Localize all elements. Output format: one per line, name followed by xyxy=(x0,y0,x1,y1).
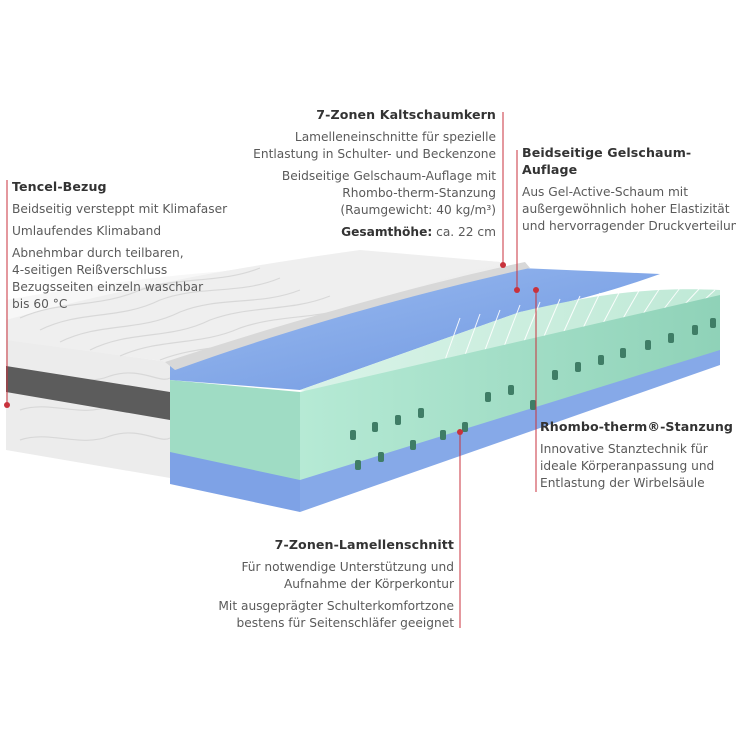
gelschaum-annotation: Beidseitige Gelschaum-Auflage Aus Gel-Ac… xyxy=(522,144,736,240)
cover-edge xyxy=(165,262,530,370)
total-height: Gesamthöhe: ca. 22 cm xyxy=(253,224,496,241)
kaltschaum-line-5: (Raumgewicht: 40 kg/m³) xyxy=(340,203,496,217)
tencel-line-4: 4-seitigen Reißverschluss xyxy=(12,263,168,277)
tencel-line-5: Bezugsseiten einzeln waschbar xyxy=(12,280,204,294)
lamellen-line-1: Für notwendige Unterstützung und xyxy=(241,560,454,574)
tencel-line-2: Umlaufendes Klimaband xyxy=(12,224,162,238)
lamellen-title: 7-Zonen-Lamellenschnitt xyxy=(274,537,454,552)
total-height-label: Gesamthöhe: xyxy=(341,225,433,239)
rhombo-title: Rhombo-therm®-Stanzung xyxy=(540,419,734,434)
gel-layer-bottom xyxy=(170,452,300,512)
tencel-line-6: bis 60 °C xyxy=(12,297,68,311)
kaltschaum-line-4: Rhombo-therm-Stanzung xyxy=(342,186,496,200)
total-height-value: ca. 22 cm xyxy=(436,225,496,239)
kaltschaum-line-1: Lamelleneinschnitte für spezielle xyxy=(294,130,496,144)
rhombo-line-3: Entlastung der Wirbelsäule xyxy=(540,476,705,490)
gelschaum-line-3: und hervorragender Druckverteilung xyxy=(522,219,736,233)
gelschaum-title: Beidseitige Gelschaum-Auflage xyxy=(522,145,692,177)
gelschaum-line-1: Aus Gel-Active-Schaum mit xyxy=(522,185,688,199)
tencel-line-3: Abnehmbar durch teilbaren, xyxy=(12,246,184,260)
rhombo-annotation: Rhombo-therm®-Stanzung Innovative Stanzt… xyxy=(540,418,733,497)
gelschaum-line-2: außergewöhnlich hoher Elastizität xyxy=(522,202,730,216)
tencel-line-1: Beidseitig versteppt mit Klimafaser xyxy=(12,202,228,216)
tencel-annotation: Tencel-Bezug Beidseitig versteppt mit Kl… xyxy=(12,178,227,318)
gel-layer-bottom-side xyxy=(300,350,720,512)
tencel-title: Tencel-Bezug xyxy=(12,179,107,194)
lamellen-line-3: Mit ausgeprägter Schulterkomfortzone xyxy=(218,599,454,613)
leader-lines xyxy=(6,112,537,628)
lamellen-line-2: Aufnahme der Körperkontur xyxy=(283,577,454,591)
lamellen-line-4: bestens für Seitenschläfer geeignet xyxy=(236,616,455,630)
gel-layer-top xyxy=(170,268,660,390)
rhombo-punches xyxy=(350,318,716,470)
kaltschaum-title: 7-Zonen Kaltschaumkern xyxy=(316,107,496,122)
leader-dots xyxy=(4,262,539,435)
klimaband xyxy=(6,366,170,420)
cover-top-area xyxy=(6,250,500,362)
kaltschaum-line-3: Beidseitige Gelschaum-Auflage mit xyxy=(281,169,496,183)
rhombo-line-1: Innovative Stanztechnik für xyxy=(540,442,708,456)
rhombo-line-2: ideale Körperanpassung und xyxy=(540,459,715,473)
lamellen-annotation: 7-Zonen-Lamellenschnitt Für notwendige U… xyxy=(218,536,454,637)
kaltschaum-annotation: 7-Zonen Kaltschaumkern Lamelleneinschnit… xyxy=(253,106,496,246)
kaltschaum-line-2: Entlastung in Schulter- und Beckenzone xyxy=(253,147,496,161)
